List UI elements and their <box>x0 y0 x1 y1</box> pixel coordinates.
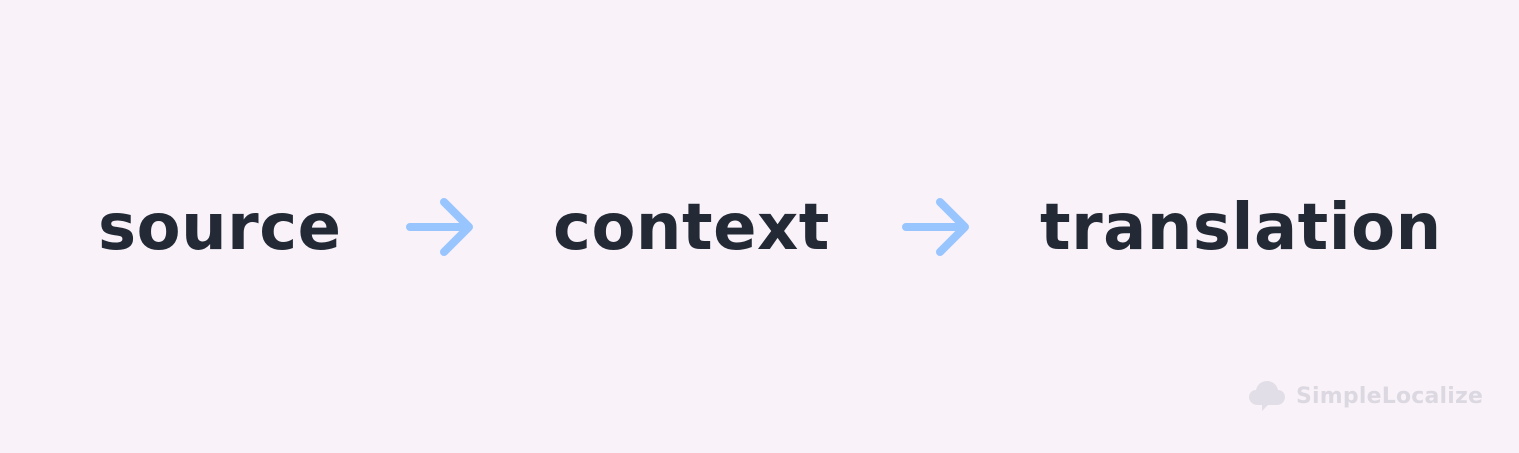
step-translation: translation <box>1040 191 1442 265</box>
arrow-right-icon <box>406 198 476 256</box>
arrow-right-icon <box>902 198 972 256</box>
brand-name: SimpleLocalize <box>1296 383 1484 409</box>
brand-watermark: SimpleLocalize <box>1248 378 1483 414</box>
step-source: source <box>98 191 342 265</box>
step-context: context <box>553 191 830 265</box>
cloud-chat-icon <box>1248 379 1286 413</box>
